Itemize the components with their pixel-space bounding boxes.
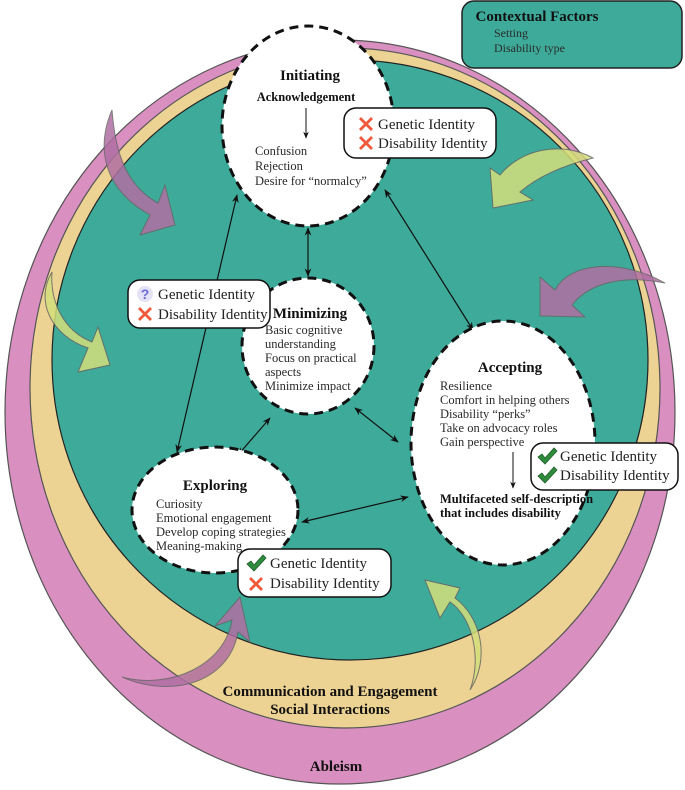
accepting-item: Gain perspective (440, 435, 525, 449)
svg-text:?: ? (141, 286, 150, 302)
identity-badge-accepting: Genetic Identity Disability Identity (530, 442, 679, 491)
badge-genetic-identity-label: Genetic Identity (560, 449, 658, 465)
arrow-exploring-accepting (301, 495, 409, 524)
ableism-label: Ableism (310, 759, 363, 775)
minimizing-item: Focus on practical (265, 351, 357, 365)
accepting-item: Disability “perks” (440, 407, 531, 421)
check-icon (537, 466, 558, 484)
badge-genetic-identity-label: Genetic Identity (378, 117, 476, 133)
cross-icon (359, 117, 373, 131)
minimizing-item: aspects (265, 365, 301, 379)
minimizing-item: Basic cognitive (265, 323, 343, 337)
initiating-item: Desire for “normalcy” (255, 174, 367, 188)
identity-badge-exploring: Genetic Identity Disability Identity (237, 548, 392, 598)
badge-disability-identity-label: Disability Identity (378, 136, 488, 152)
badge-disability-identity-label: Disability Identity (560, 468, 670, 484)
minimizing-item: Minimize impact (265, 379, 351, 393)
influence-arrow-top-left (103, 109, 176, 236)
accepting-title: Accepting (478, 360, 543, 376)
check-icon (537, 447, 558, 465)
contextual-factors-box: Contextual Factors Setting Disability ty… (461, 0, 683, 69)
contextual-factor-setting: Setting (494, 26, 528, 40)
arrow-minimizing-exploring (237, 417, 271, 456)
initiating-title: Initiating (280, 68, 341, 84)
minimizing-content: Minimizing Basic cognitive understanding… (265, 306, 357, 393)
badge-genetic-identity-label: Genetic Identity (270, 556, 368, 572)
identity-badge-initiating: Genetic Identity Disability Identity (343, 107, 497, 159)
exploring-item: Develop coping strategies (156, 525, 286, 539)
accepting-item: Take on advocacy roles (440, 421, 558, 435)
question-icon: ? (137, 286, 153, 302)
minimizing-item: understanding (265, 337, 337, 351)
cross-icon (138, 307, 152, 321)
initiating-item: Confusion (255, 144, 308, 158)
badge-disability-identity-label: Disability Identity (158, 307, 268, 323)
check-icon (246, 554, 267, 572)
influence-arrow-bottom-left (121, 595, 251, 687)
exploring-item: Curiosity (156, 497, 203, 511)
initiating-content: Initiating Acknowledgement Confusion Rej… (255, 68, 367, 188)
badge-genetic-identity-label: Genetic Identity (158, 287, 256, 303)
contextual-factors-title: Contextual Factors (476, 9, 599, 25)
contextual-factor-disability-type: Disability type (494, 41, 565, 55)
accepting-outcome-line2: that includes disability (440, 506, 562, 520)
influence-arrow-right-yellow (489, 148, 595, 209)
influence-arrow-right-purple (539, 265, 666, 318)
accepting-item: Resilience (440, 379, 493, 393)
initiating-item: Rejection (255, 159, 304, 173)
influence-arrow-left-yellow (44, 271, 111, 373)
accepting-content: Accepting Resilience Comfort in helping … (440, 360, 593, 520)
exploring-item: Meaning-making (156, 539, 243, 553)
stage-minimizing (240, 276, 376, 416)
exploring-title: Exploring (183, 478, 248, 494)
initiating-subtitle: Acknowledgement (257, 90, 356, 104)
exploring-content: Exploring Curiosity Emotional engagement… (156, 478, 286, 553)
arrow-initiating-accepting (384, 189, 474, 331)
identity-badge-minimizing: ? Genetic Identity Disability Identity (127, 279, 271, 329)
badge-disability-identity-label: Disability Identity (270, 576, 380, 592)
social-interactions-label: Social Interactions (270, 702, 390, 718)
influence-arrow-bottom-right (424, 579, 482, 691)
accepting-outcome-line1: Multifaceted self-description (440, 492, 593, 506)
accepting-item: Comfort in helping others (440, 393, 570, 407)
exploring-item: Emotional engagement (156, 511, 272, 525)
minimizing-title: Minimizing (273, 306, 348, 322)
cross-icon (249, 577, 263, 591)
stage-exploring (130, 445, 300, 575)
communication-engagement-label: Communication and Engagement (222, 684, 437, 700)
arrow-minimizing-accepting (354, 407, 399, 443)
cross-icon (359, 136, 373, 150)
